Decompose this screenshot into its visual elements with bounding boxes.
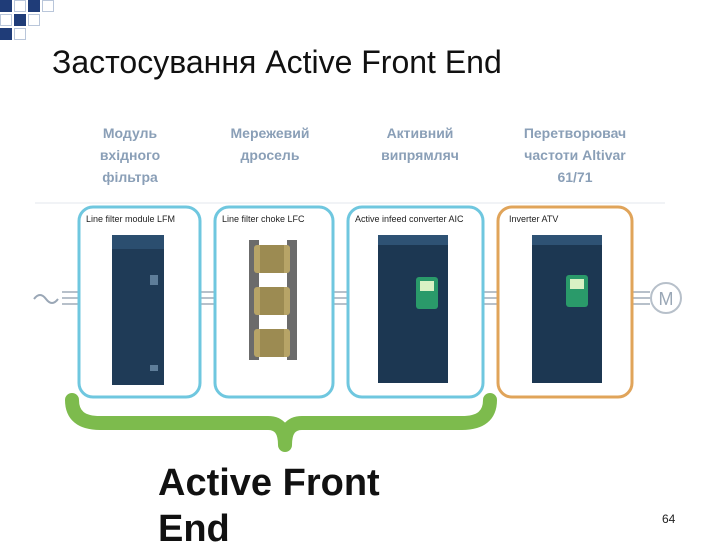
- box-label-aic: Active infeed converter AIC: [355, 214, 464, 224]
- lfm-cabinet: [112, 235, 164, 385]
- afe-brace: [65, 393, 497, 452]
- atv-cabinet: [532, 235, 602, 383]
- motor-label: M: [659, 289, 674, 309]
- afe-caption: Active Front End: [158, 462, 380, 550]
- active-infeed-converter-box: Active infeed converter AIC: [346, 205, 485, 399]
- column-label-inverter: Перетворювач частоти Altivar 61/71: [523, 125, 627, 185]
- column-label-filter: Модуль вхідного фільтра: [99, 125, 161, 185]
- bus-connectors: [200, 291, 650, 305]
- column-label-rectifier: Активний випрямляч: [381, 125, 459, 163]
- box-label-lfc: Line filter choke LFC: [222, 214, 305, 224]
- column-label-choke: Мережевий дросель: [230, 125, 310, 163]
- line-filter-module-box: Line filter module LFM: [77, 205, 202, 399]
- box-label-atv: Inverter ATV: [509, 214, 558, 224]
- choke-coils: [249, 240, 297, 360]
- afe-diagram: Line filter module LFM Line filter choke…: [33, 202, 682, 452]
- line-filter-choke-box: Line filter choke LFC: [213, 205, 335, 399]
- motor-icon: M: [650, 282, 682, 314]
- corner-decoration: [0, 0, 70, 50]
- page-title: Застосування Active Front End: [52, 44, 502, 80]
- page-number: 64: [662, 512, 676, 526]
- box-label-lfm: Line filter module LFM: [86, 214, 175, 224]
- aic-cabinet: [378, 235, 448, 383]
- ac-source-icon: [33, 291, 78, 305]
- inverter-atv-box: Inverter ATV: [496, 205, 634, 399]
